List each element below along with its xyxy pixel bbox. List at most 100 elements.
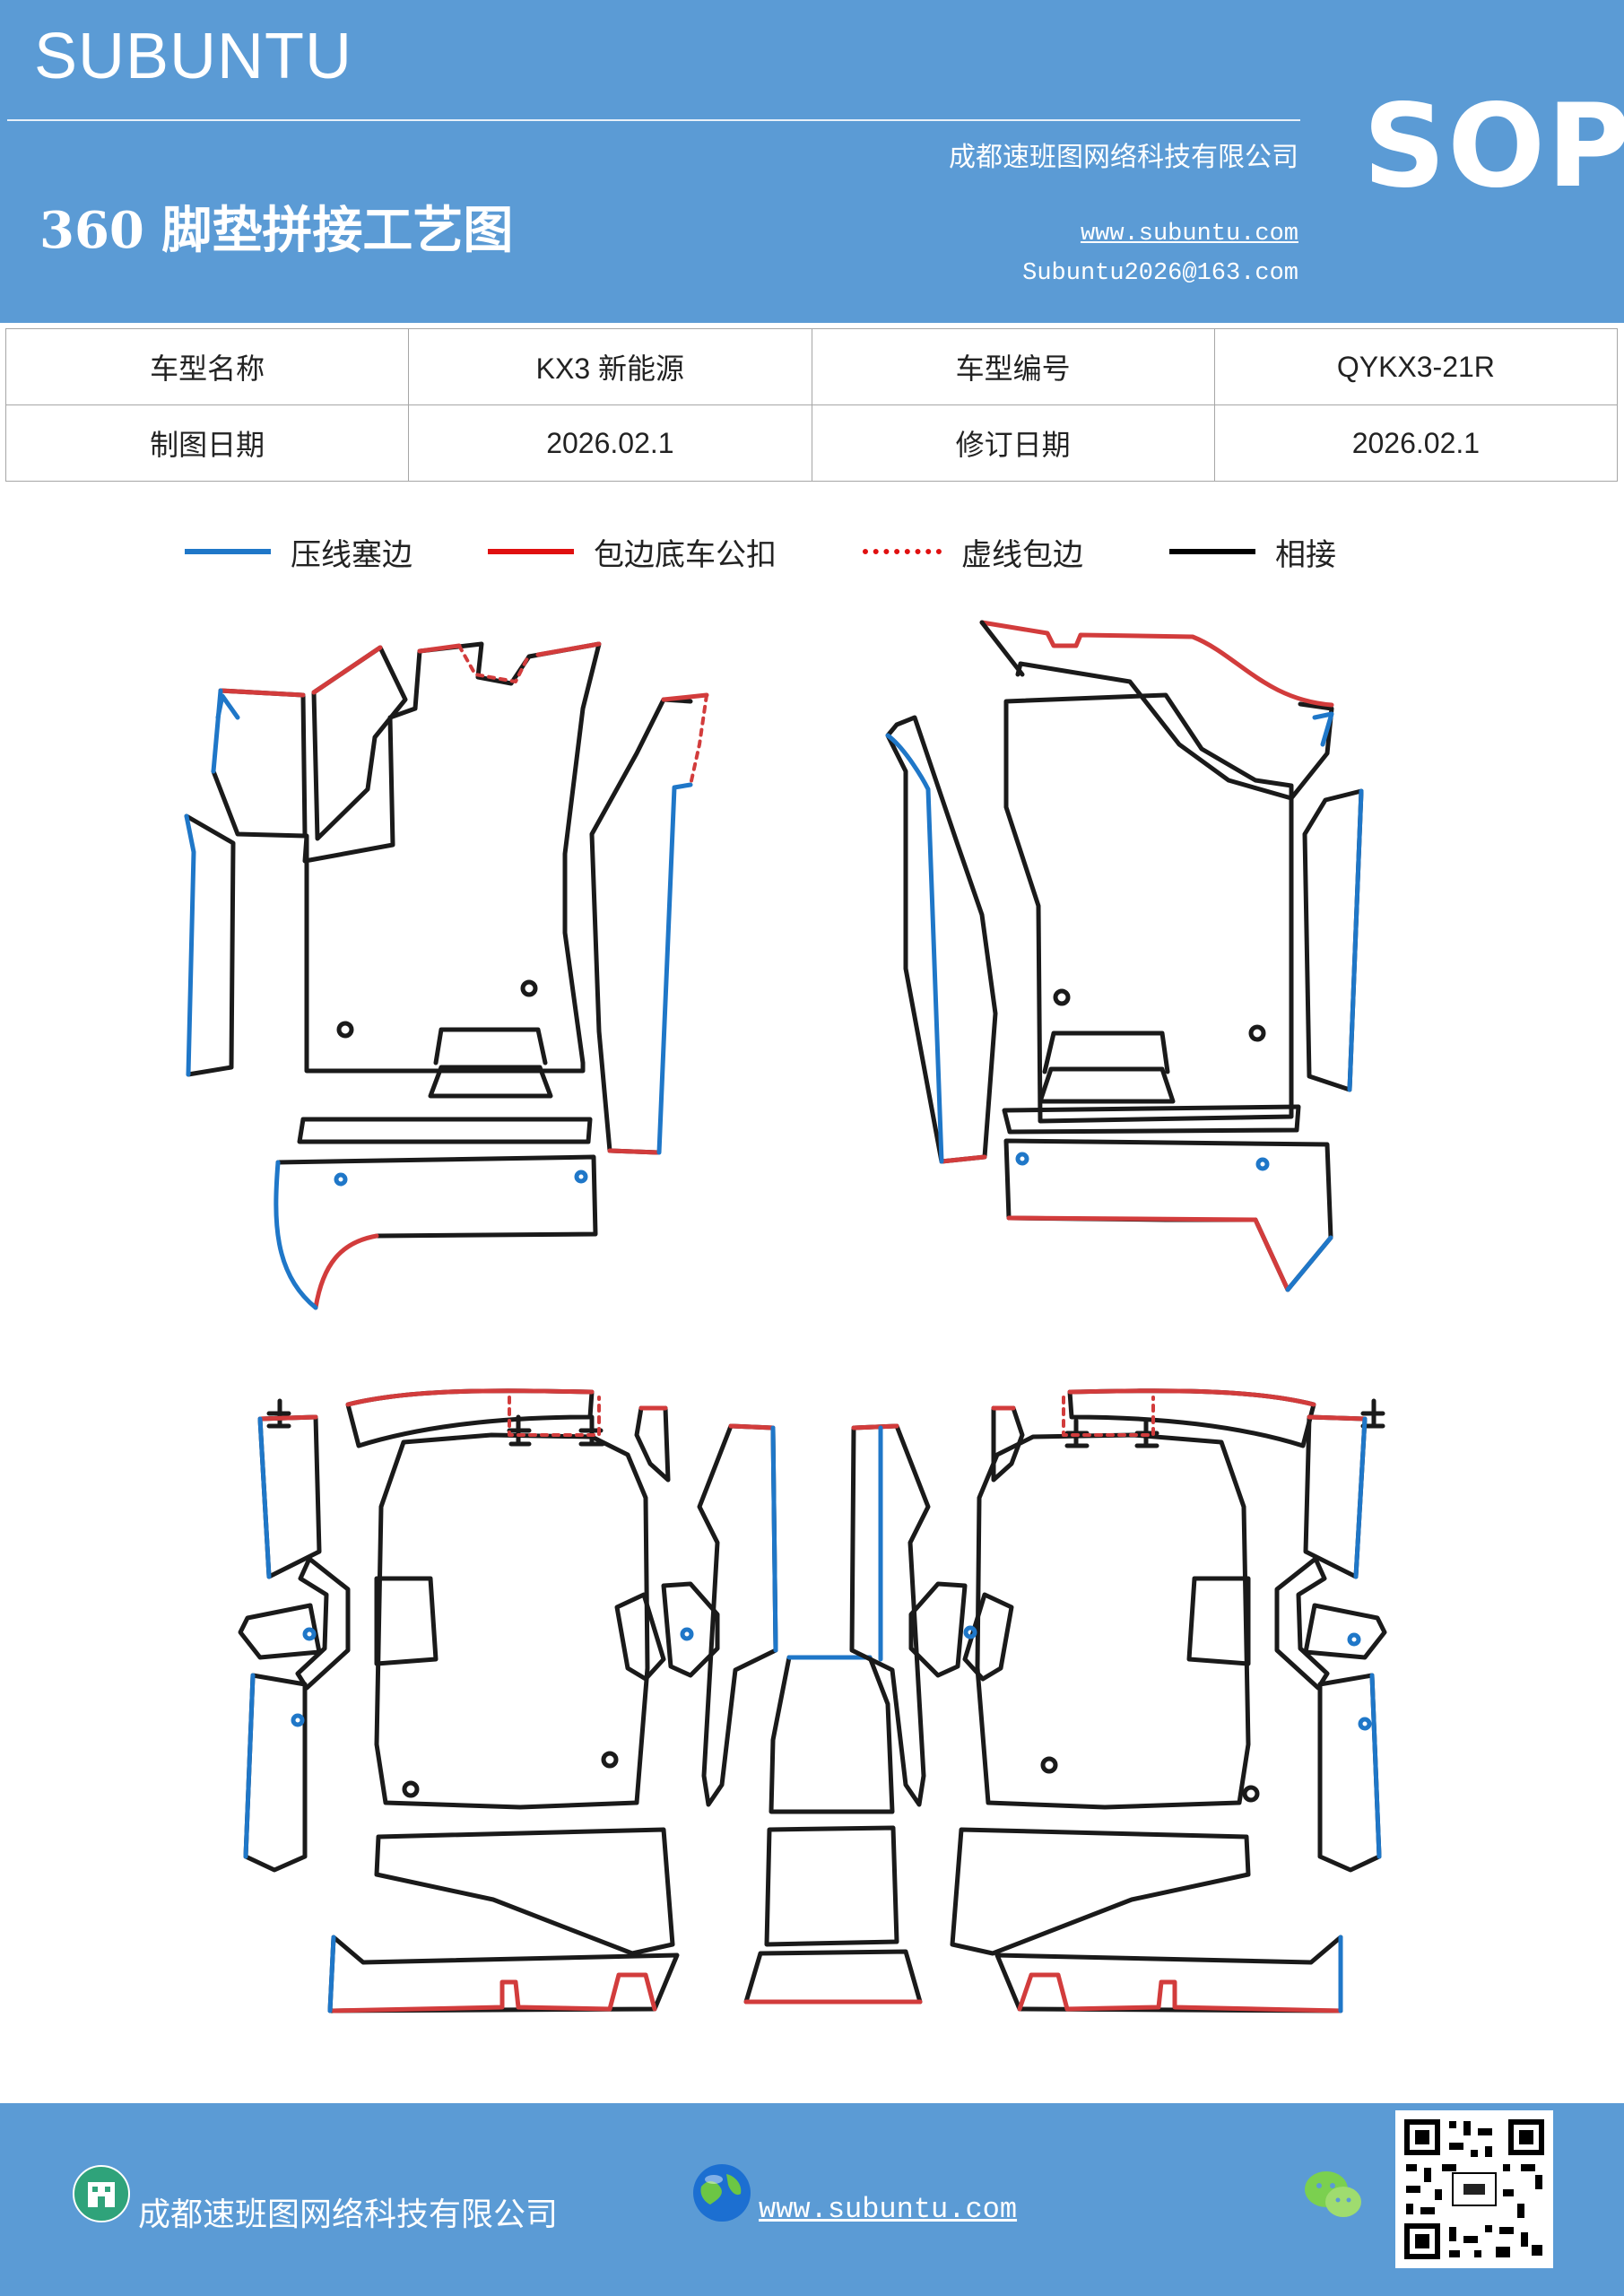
legend-label: 虚线包边	[961, 536, 1083, 573]
globe-icon	[693, 2164, 751, 2222]
rear-row-mats	[238, 1388, 1387, 2013]
front-left-tunnel-lower	[428, 1065, 553, 1099]
front-right-left-pillar	[885, 715, 998, 1164]
header-website-link[interactable]: www.subuntu.com	[1080, 221, 1298, 248]
footer-company-name: 成都速班图网络科技有限公司	[138, 2196, 559, 2233]
rear-center-lower	[743, 1949, 923, 2005]
qr-code-icon	[1395, 2110, 1553, 2268]
label-drawing-date: 制图日期	[4, 404, 410, 482]
footer-website-link[interactable]: www.subuntu.com	[759, 2193, 1018, 2226]
rear-left-box	[374, 1576, 439, 1666]
building-icon	[73, 2165, 130, 2222]
clip-hole	[1248, 1024, 1266, 1042]
header-email: Subuntu2026@163.com	[1022, 260, 1298, 287]
brand-name: SUBUNTU	[34, 21, 353, 92]
legend-item-join: 相接	[1169, 529, 1336, 574]
rear-right-lower-panel	[950, 1827, 1251, 1956]
rear-left-blue-edges	[243, 1416, 873, 2013]
rear-left-main-piece	[374, 1432, 650, 1810]
header-divider	[7, 119, 1300, 121]
rear-left-oval-a	[614, 1592, 666, 1682]
front-right-top-curve	[1015, 661, 1334, 801]
front-right-tunnel-top	[1042, 1031, 1170, 1074]
front-left-dashed-edges	[457, 644, 708, 787]
header-banner: SUBUNTU 360 脚垫拼接工艺图 成都速班图网络科技有限公司 www.su…	[0, 0, 1624, 323]
rear-left-oval-b	[661, 1581, 720, 1678]
clip-hole	[402, 1780, 420, 1798]
front-left-tunnel-top	[433, 1027, 548, 1065]
clip-hole	[336, 1021, 354, 1039]
table-row: 制图日期 2026.02.1 修订日期 2026.02.1	[4, 404, 1619, 482]
legend-swatch-red	[488, 549, 574, 554]
header-company-name: 成都速班图网络科技有限公司	[949, 142, 1298, 173]
label-model-code: 车型编号	[811, 328, 1215, 405]
clip-hole	[601, 1751, 619, 1769]
legend-swatch-red-dashed	[863, 549, 942, 554]
rear-left-small-crescent	[634, 1405, 671, 1483]
rear-left-mat-group	[238, 1388, 923, 2013]
front-right-tunnel-lower	[1038, 1066, 1176, 1104]
front-left-side-pillar	[184, 813, 236, 1077]
front-row-mats	[184, 620, 1364, 1310]
hook-mark	[266, 1398, 291, 1429]
value-model-code: QYKX3-21R	[1213, 328, 1619, 405]
legend-item-binding: 包边底车公扣	[488, 529, 777, 574]
page-title: 360 脚垫拼接工艺图	[39, 201, 514, 260]
rear-right-small-crescent	[991, 1405, 1025, 1483]
rear-left-small-tab	[238, 1603, 322, 1660]
floor-mat-diagram	[184, 620, 1387, 2013]
hook-mark	[507, 1414, 532, 1447]
rear-right-blue-edges	[878, 1416, 1382, 2013]
legend-swatch-blue	[185, 549, 271, 554]
legend-label: 压线塞边	[291, 536, 413, 573]
front-right-extra-lines	[979, 620, 1025, 677]
rear-left-bracket	[295, 1556, 351, 1691]
vehicle-info-table: 车型名称 KX3 新能源 车型编号 QYKX3-21R 制图日期 2026.02…	[4, 328, 1619, 482]
rear-right-small-tab	[1303, 1603, 1387, 1660]
front-right-main-piece	[1003, 692, 1294, 1124]
front-left-main-piece	[302, 641, 602, 1074]
rear-right-mat-group	[849, 1388, 1387, 2013]
legend-item-dashed-binding: 虚线包边	[863, 529, 1083, 574]
clip-hole	[520, 979, 538, 997]
rear-left-red-edges	[257, 1388, 923, 2013]
wechat-icon	[1305, 2171, 1361, 2217]
legend-label: 相接	[1275, 536, 1336, 573]
front-left-rear-panel	[275, 1154, 598, 1239]
front-right-mat-group	[885, 661, 1364, 1292]
front-right-rear-panel	[1003, 1138, 1333, 1292]
rear-right-main-piece	[975, 1432, 1251, 1810]
front-left-right-pillar	[589, 697, 693, 1155]
rear-right-side-lower	[1317, 1673, 1382, 1873]
rear-right-red-edges	[851, 1388, 1368, 2013]
front-left-red-edges	[218, 641, 709, 1310]
sop-badge: SOP	[1363, 80, 1624, 213]
front-right-side-pillar	[1302, 788, 1364, 1092]
rear-right-oval-b	[908, 1581, 968, 1678]
front-right-blue-edges	[885, 711, 1364, 1292]
front-left-side-top	[211, 688, 308, 839]
front-right-cross-strip	[1002, 1104, 1301, 1135]
rear-left-pillar	[697, 1423, 778, 1807]
front-left-mat-group	[184, 641, 693, 1239]
front-left-blue-edges	[184, 688, 693, 1310]
clip-hole	[1242, 1785, 1260, 1803]
legend-swatch-black	[1169, 549, 1255, 554]
footer-banner: 成都速班图网络科技有限公司 www.subuntu.com	[0, 2103, 1624, 2296]
rear-left-lower-panel	[374, 1827, 675, 1956]
label-revision-date: 修订日期	[811, 404, 1215, 482]
front-right-red-edges	[939, 620, 1334, 1292]
front-left-cross-strip	[297, 1117, 593, 1144]
clip-hole	[1053, 988, 1071, 1006]
clip-hole	[1040, 1756, 1058, 1774]
legend-item-press-line: 压线塞边	[185, 529, 413, 574]
rear-center-middle	[764, 1825, 899, 1947]
rear-right-bracket	[1274, 1556, 1330, 1691]
rear-center-upper	[769, 1655, 895, 1814]
table-row: 车型名称 KX3 新能源 车型编号 QYKX3-21R	[4, 328, 1619, 405]
rear-right-pillar	[849, 1423, 931, 1807]
rear-left-dashed-edges	[508, 1396, 601, 1437]
legend-label: 包边底车公扣	[594, 536, 777, 573]
rear-right-box	[1186, 1576, 1251, 1666]
label-model-name: 车型名称	[4, 328, 410, 405]
